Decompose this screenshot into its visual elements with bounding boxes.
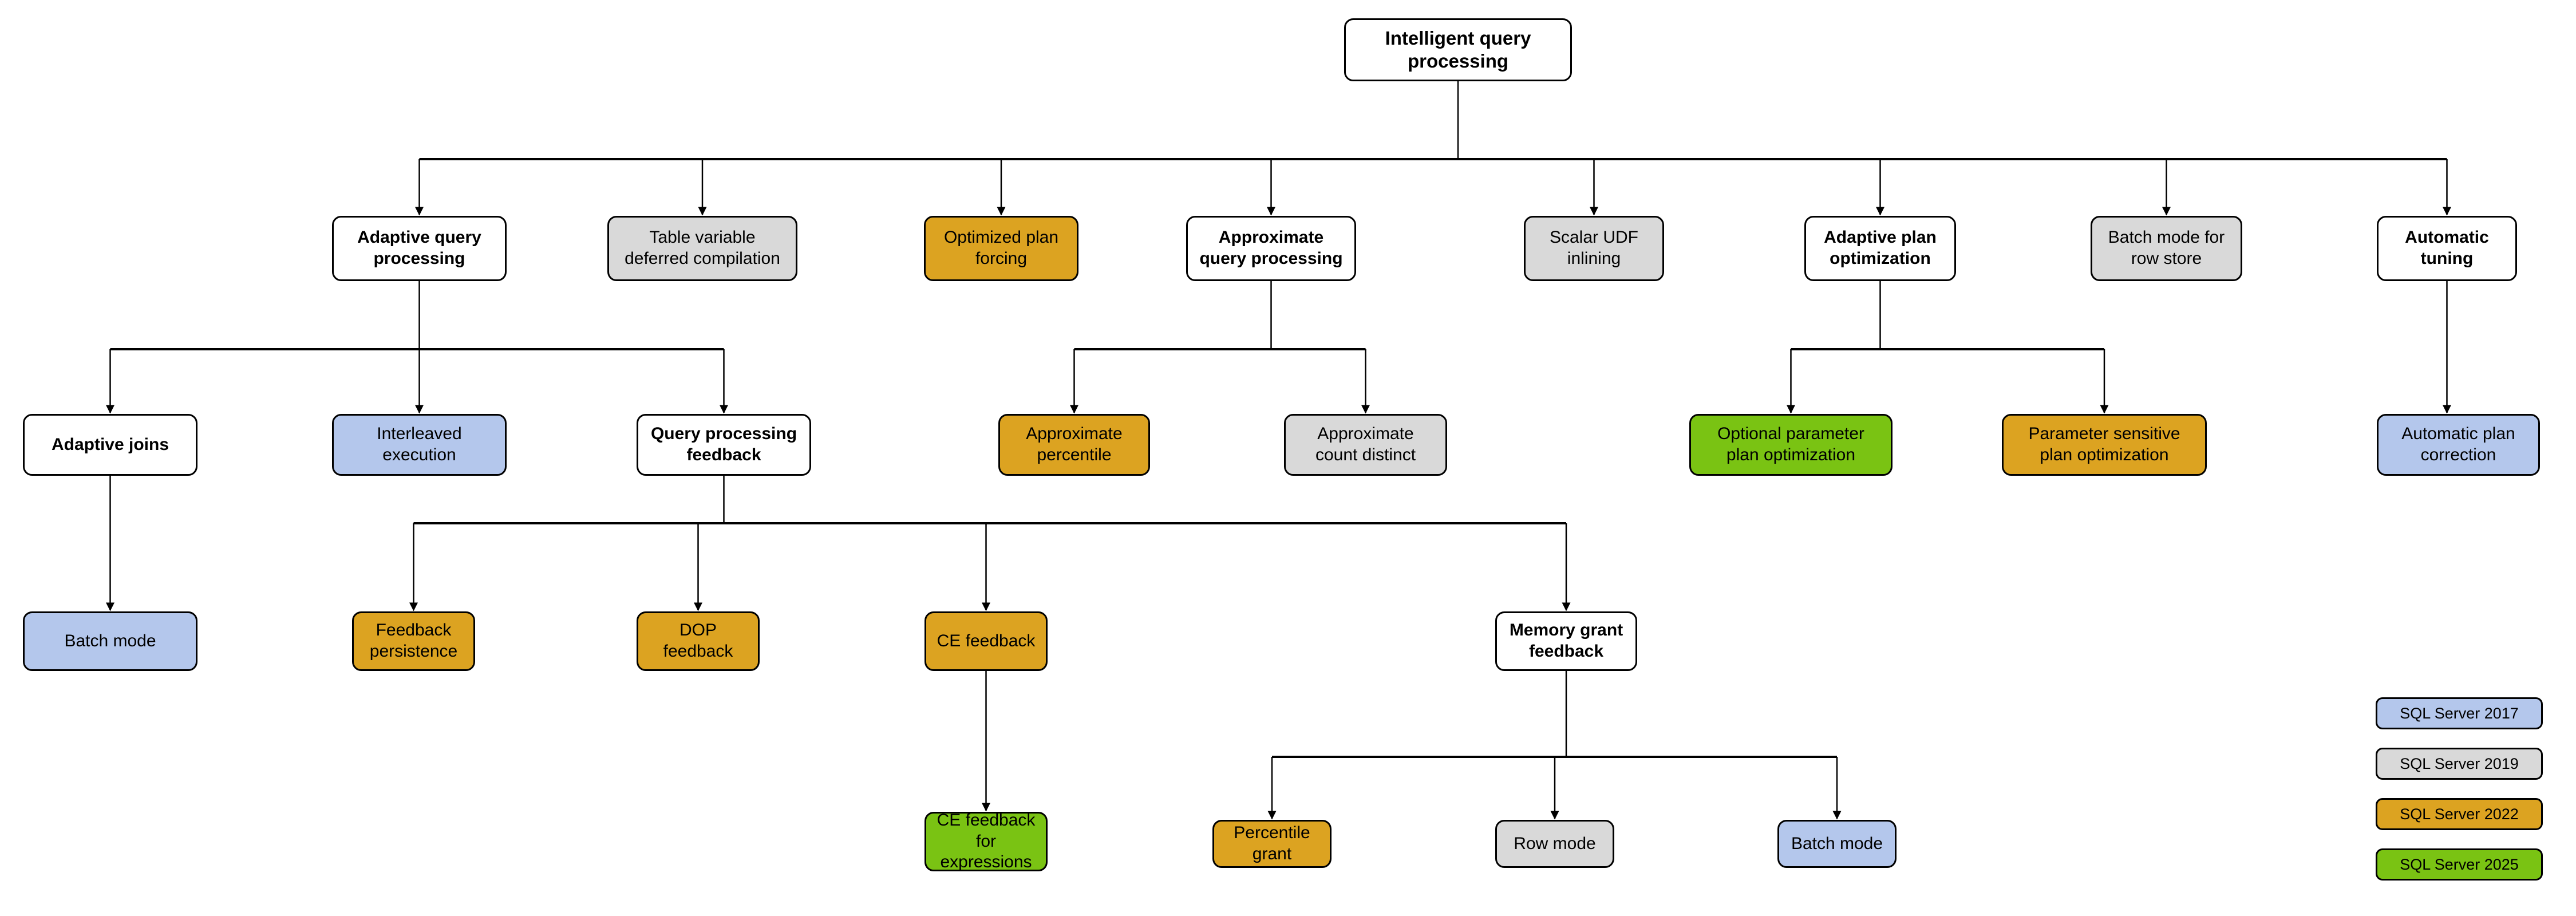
node-adaptive-plan-optimization[interactable]: Adaptive plan optimization [1804,216,1956,281]
node-approximate-query-processing[interactable]: Approximate query processing [1186,216,1356,281]
node-interleaved-execution[interactable]: Interleaved execution [332,414,507,476]
node-batch-mode-memory-grant[interactable]: Batch mode [1777,820,1897,868]
node-query-processing-feedback[interactable]: Query processing feedback [637,414,811,476]
node-ce-feedback[interactable]: CE feedback [924,611,1048,671]
node-automatic-plan-correction[interactable]: Automatic plan correction [2377,414,2540,476]
node-ce-feedback-for-expressions[interactable]: CE feedback for expressions [924,811,1048,871]
node-adaptive-joins[interactable]: Adaptive joins [23,414,197,476]
node-approximate-count-distinct[interactable]: Approximate count distinct [1284,414,1447,476]
node-table-variable-deferred-compilation[interactable]: Table variable deferred compilation [607,216,797,281]
node-approximate-percentile[interactable]: Approximate percentile [998,414,1150,476]
node-optional-parameter-plan-optimization[interactable]: Optional parameter plan optimization [1689,414,1893,476]
node-scalar-udf-inlining[interactable]: Scalar UDF inlining [1524,216,1664,281]
node-batch-mode-adaptive-joins[interactable]: Batch mode [23,611,197,671]
node-adaptive-query-processing[interactable]: Adaptive query processing [332,216,507,281]
node-percentile-grant[interactable]: Percentile grant [1212,820,1332,868]
node-automatic-tuning[interactable]: Automatic tuning [2377,216,2517,281]
node-batch-mode-for-row-store[interactable]: Batch mode for row store [2091,216,2242,281]
legend-item-sql2017[interactable]: SQL Server 2017 [2376,697,2543,729]
node-dop-feedback[interactable]: DOP feedback [637,611,760,671]
legend-item-sql2019[interactable]: SQL Server 2019 [2376,748,2543,780]
node-parameter-sensitive-plan-optimization[interactable]: Parameter sensitive plan optimization [2002,414,2207,476]
node-optimized-plan-forcing[interactable]: Optimized plan forcing [924,216,1078,281]
node-root[interactable]: Intelligent query processing [1344,18,1572,81]
legend-item-sql2025[interactable]: SQL Server 2025 [2376,848,2543,881]
node-feedback-persistence[interactable]: Feedback persistence [352,611,475,671]
node-memory-grant-feedback[interactable]: Memory grant feedback [1495,611,1637,671]
legend-item-sql2022[interactable]: SQL Server 2022 [2376,798,2543,830]
node-row-mode[interactable]: Row mode [1495,820,1614,868]
